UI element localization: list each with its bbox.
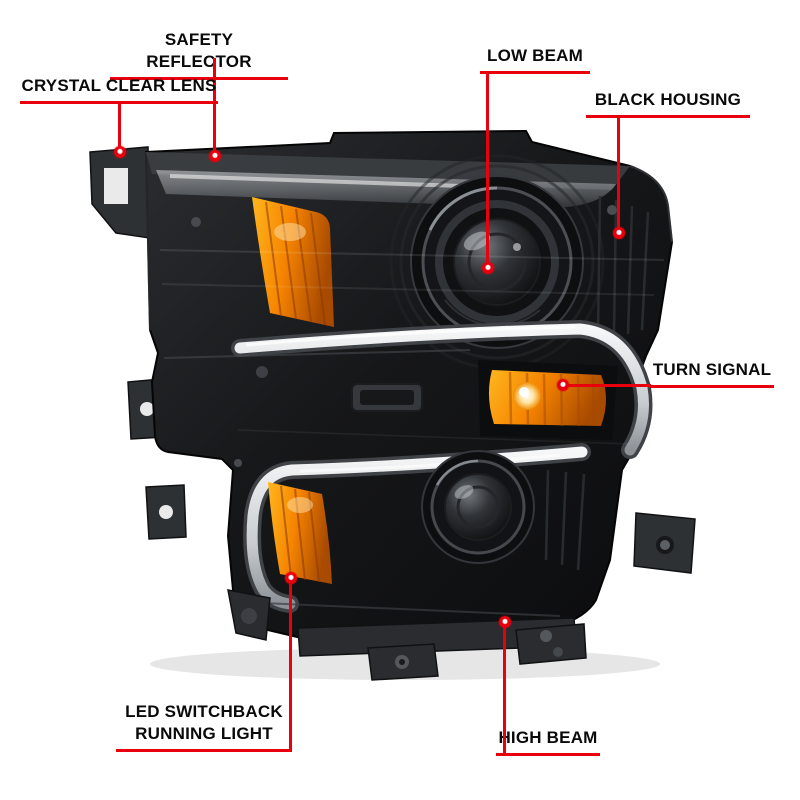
leader-line-led-switchback-running-light [289,584,292,752]
leader-line-crystal-clear-lens [118,104,121,148]
callout-dot-black-housing [613,227,625,239]
low-beam-projector [410,175,584,349]
callout-text: BLACK HOUSING [594,90,742,109]
drl-tube-top [231,319,653,459]
callout-label-black-housing: BLACK HOUSING [586,89,750,118]
callout-label-low-beam: LOW BEAM [480,45,590,74]
callout-dot-led-switchback-running-light [285,572,297,584]
callout-text: SAFETY REFLECTOR [146,30,252,71]
callout-text: HIGH BEAM [498,728,598,747]
callout-label-safety-reflector: SAFETY REFLECTOR [110,29,288,80]
callout-text: CRYSTAL CLEAR LENS [21,76,217,95]
callout-label-led-switchback-running-light: LED SWITCHBACK RUNNING LIGHT [116,701,292,752]
callout-dot-low-beam [482,262,494,274]
callout-dot-high-beam [499,616,511,628]
amber-reflector-bottom [268,482,332,584]
callout-text: LOW BEAM [486,46,584,65]
leader-line-low-beam [486,74,489,264]
amber-reflector-top [252,197,334,327]
callout-text: TURN SIGNAL [652,360,772,379]
callout-dot-crystal-clear-lens [114,146,126,158]
callout-text: LED SWITCHBACK RUNNING LIGHT [125,702,283,743]
leader-line-black-housing [617,118,620,229]
callout-label-high-beam: HIGH BEAM [496,727,600,756]
black-housing-ribs [596,195,650,335]
callout-dot-turn-signal [557,379,569,391]
leader-line-safety-reflector [213,58,216,152]
high-beam-projector [421,450,535,564]
callout-label-turn-signal: TURN SIGNAL [650,359,774,388]
leader-line-turn-signal [567,384,651,387]
turn-signal-lamp [478,360,618,440]
leader-line-high-beam [503,628,506,756]
callout-label-crystal-clear-lens: CRYSTAL CLEAR LENS [20,75,218,104]
callout-dot-safety-reflector [209,150,221,162]
